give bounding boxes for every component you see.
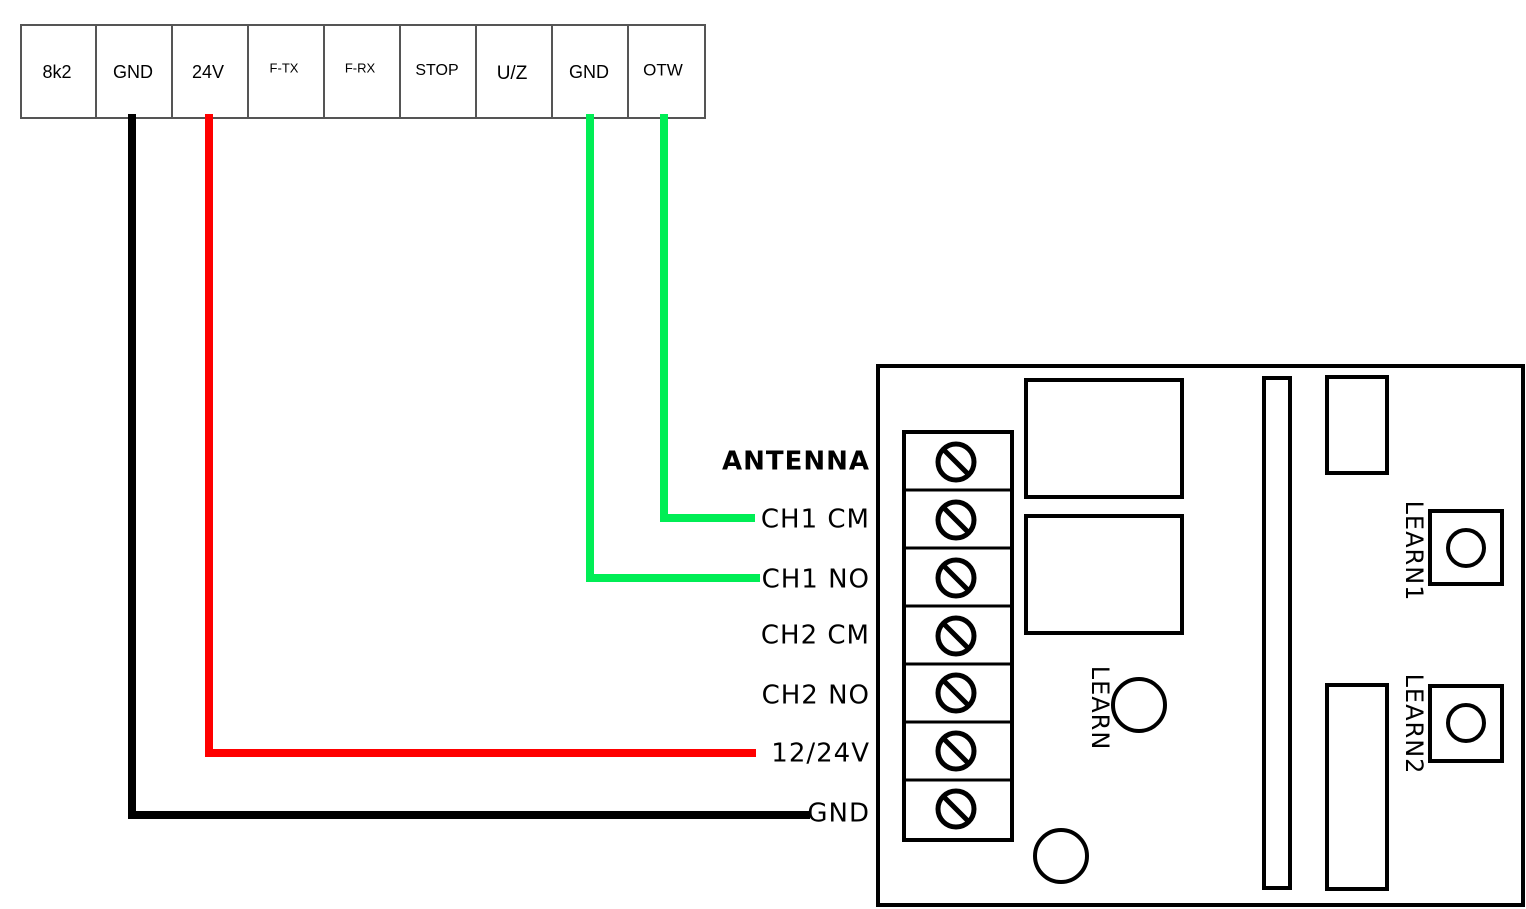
terminal-u-z: U/Z [497,63,528,84]
screw-icon [935,730,977,772]
screw-icon [935,788,977,830]
terminal-block-outline [20,24,706,119]
terminal-stop: STOP [415,62,458,79]
learn2-button[interactable] [1428,684,1504,763]
pin-label-ch1-no: CH1 NO [762,565,870,595]
learn1-button[interactable] [1428,509,1504,586]
wire-green-gnd-ch1-no [586,114,760,582]
learn1-label: LEARN1 [1400,501,1428,602]
terminal-gnd: GND [113,62,153,82]
pin-label-12-24v: 12/24V [771,739,870,769]
terminal-gnd-2: GND [569,62,609,82]
screw-icon [935,557,977,599]
terminal-block: 8k2 GND 24V F-TX F-RX STOP U/Z GND OTW [20,24,706,119]
wires [128,114,810,819]
led-indicator [1033,828,1089,884]
wire-black-gnd [128,114,810,819]
learn-label: LEARN [1086,666,1114,751]
relay-1 [1024,378,1184,499]
terminal-f-tx: F-TX [270,60,299,75]
relay-2 [1024,514,1184,635]
learn-button[interactable] [1111,677,1167,733]
wire-green-otw-ch1-cm [660,114,755,522]
terminal-otw: OTW [643,60,683,79]
screw-icon [935,672,977,714]
wire-red-24v [205,114,756,757]
terminal-8k2: 8k2 [42,62,71,82]
pin-label-ch2-no: CH2 NO [762,681,870,711]
screw-terminal-strip [902,430,1014,842]
pin-label-gnd: GND [807,799,870,829]
vertical-strip [1262,376,1292,890]
receiver-pin-labels: ANTENNA CH1 CM CH1 NO CH2 CM CH2 NO 12/2… [722,447,870,829]
screw-icon [935,441,977,483]
pin-label-ch2-cm: CH2 CM [761,621,870,651]
screw-icon [935,615,977,657]
pin-label-antenna: ANTENNA [722,447,870,477]
learn2-label: LEARN2 [1400,674,1428,775]
pin-label-ch1-cm: CH1 CM [761,505,870,535]
receiver-board: LEARN LEARN1 LEARN2 [876,364,1525,907]
component-bottom-right [1325,683,1389,891]
screw-icon [935,499,977,541]
component-top-right [1325,375,1389,475]
terminal-f-rx: F-RX [345,60,376,75]
terminal-24v: 24V [192,62,224,82]
